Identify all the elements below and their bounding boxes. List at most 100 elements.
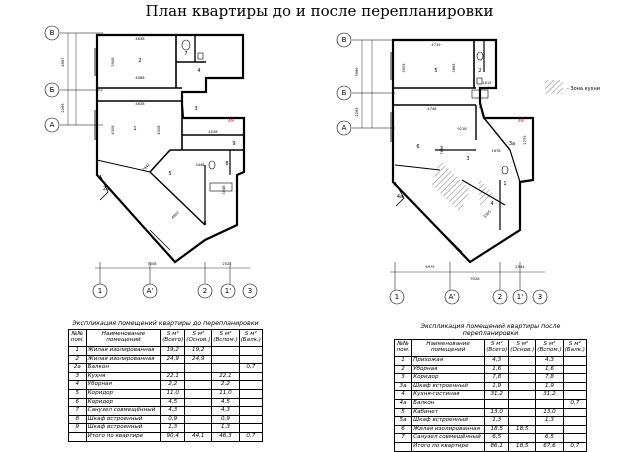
room-name-cell: Шкаф встроенный — [85, 414, 162, 425]
table-cell: 46,3 — [211, 431, 240, 442]
column-header: №№ пом. — [393, 339, 413, 357]
room-number: 8 — [225, 161, 228, 167]
table-cell: 1,3 — [160, 423, 186, 433]
column-header: Наименование помещений — [85, 329, 162, 347]
room-name-cell: Балкон — [85, 363, 162, 373]
axis-label: 3 — [248, 287, 252, 295]
column-header: S м² (Вспом.) — [211, 329, 240, 347]
table-cell — [508, 398, 537, 409]
table-cell — [184, 388, 213, 399]
dim-label: 2521 — [222, 262, 231, 266]
table-cell — [238, 371, 264, 382]
table-cell: 22,1 — [160, 371, 186, 382]
table-cell: 4,3 — [211, 406, 240, 416]
column-header: S м² (Балк.) — [562, 339, 588, 357]
room-number: 1 — [503, 181, 506, 187]
axis-label: В — [342, 36, 347, 44]
table-cell: 4,3 — [484, 356, 510, 366]
room-name-cell: Итого по квартире — [411, 441, 486, 452]
table-cell: 9 — [68, 423, 87, 433]
table-cell: 7 — [393, 433, 413, 443]
room-name-cell: Кухня — [85, 371, 162, 382]
table-cell: 6 — [68, 397, 87, 408]
column-header: S м² (Основ.) — [508, 339, 537, 357]
dim-label: 4638 — [135, 102, 145, 106]
dim-label: 3966 — [355, 67, 359, 77]
table-cell: 86,1 — [484, 441, 510, 452]
table-caption: Экспликация помещений квартиры до перепл… — [72, 320, 259, 327]
room-number: 9 — [232, 141, 235, 147]
dim-label: 2263 — [61, 103, 65, 112]
dim-label: 2544 — [515, 265, 525, 269]
table-cell: 4а — [393, 398, 413, 409]
table-cell: 1,6 — [535, 364, 564, 375]
room-name-cell: Жилая изолированная — [411, 424, 486, 435]
table-cell: 6,5 — [484, 433, 510, 443]
table-cell — [238, 354, 264, 365]
room-name-cell: Жилая изолированная — [85, 346, 162, 356]
table-cell: 1 — [68, 346, 87, 356]
table-cell — [535, 398, 564, 409]
room-number: 2 — [138, 58, 141, 64]
dim-label: 3448 — [195, 163, 205, 167]
column-header: №№ пом. — [68, 329, 87, 347]
table-cell — [238, 380, 264, 390]
dim-label: 2942 — [142, 163, 151, 172]
table-cell: 24,9 — [160, 354, 186, 365]
dim-label: 1678 — [491, 149, 501, 153]
axis-label: 2 — [203, 287, 207, 295]
room-name-cell: Итого по квартире — [85, 431, 162, 442]
dim-label: 49 — [228, 118, 234, 124]
dim-label: 2265 — [355, 107, 359, 116]
table-cell — [184, 414, 213, 425]
page-title: План квартиры до и после перепланировки — [145, 2, 494, 20]
room-number: 2 — [478, 68, 481, 74]
dim-label: 3908 — [111, 57, 115, 67]
room-number: 7 — [478, 104, 481, 110]
table-cell — [160, 363, 186, 373]
table-cell: 4 — [68, 380, 87, 390]
table-cell: 2,2 — [211, 380, 240, 390]
table-cell: 3а — [393, 381, 413, 392]
table-cell: 4,5 — [211, 397, 240, 408]
table-cell — [508, 364, 537, 375]
dim-label: 3905 — [402, 63, 406, 72]
axis-label: 1' — [225, 287, 231, 295]
table-cell: 7,8 — [535, 373, 564, 383]
table-cell — [184, 371, 213, 382]
table-cell: 90,4 — [160, 431, 186, 442]
dim-label: 4638 — [135, 37, 145, 41]
table-cell — [238, 388, 264, 399]
axis-label: 2 — [498, 293, 502, 301]
dim-label: 9528 — [470, 277, 480, 281]
table-cell: 2а — [68, 363, 87, 373]
table-cell: 11,0 — [211, 388, 240, 399]
table-cell — [211, 346, 240, 356]
room-name-cell: Балкон — [411, 398, 486, 409]
axis-label: Б — [342, 89, 347, 97]
table-cell: 2 — [393, 364, 413, 375]
room-number: 3 — [194, 106, 197, 112]
table-cell: 67,6 — [535, 441, 564, 452]
dim-label: 4719 — [431, 43, 441, 47]
room-name-cell: Коридор — [85, 397, 162, 408]
room-name-cell: Шкаф встроенный — [411, 381, 486, 392]
axis-label: В — [50, 29, 55, 37]
table-cell — [508, 390, 537, 400]
table-cell — [238, 406, 264, 416]
room-number: 4 — [490, 201, 493, 207]
table-cell: 0,9 — [160, 414, 186, 425]
dim-label: 6975 — [425, 265, 434, 269]
table-caption: Экспликация помещений квартиры после пер… — [420, 323, 561, 337]
table-cell: 1,9 — [535, 381, 564, 392]
